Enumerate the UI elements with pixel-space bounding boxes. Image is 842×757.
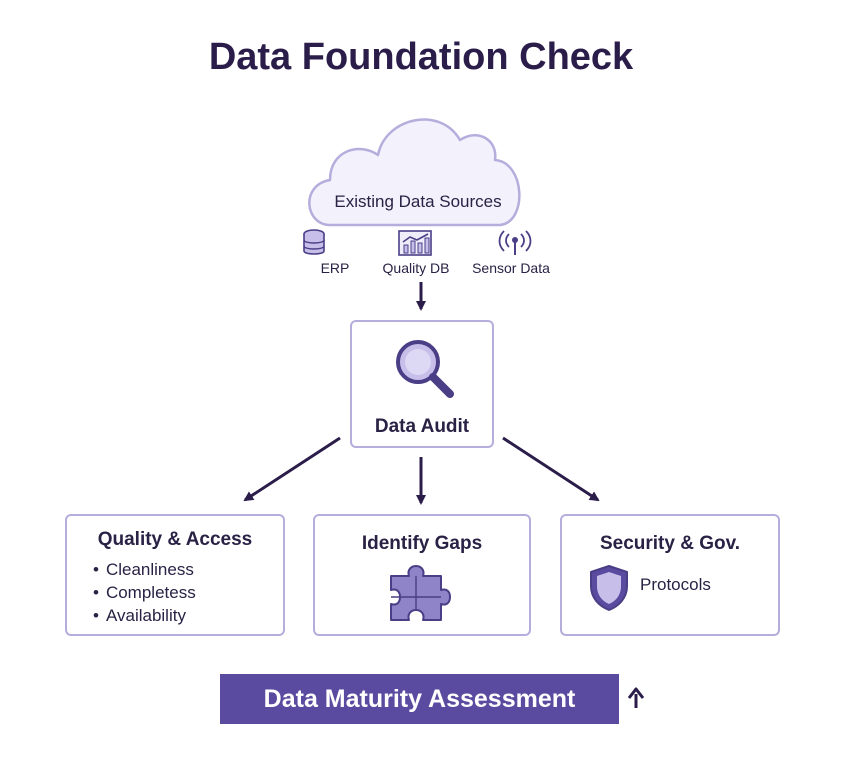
up-arrow-icon [627, 687, 645, 708]
data-maturity-banner: Data Maturity Assessment [220, 674, 619, 724]
cloud-shape [308, 118, 521, 227]
identify-gaps-box: Identify Gaps [313, 514, 531, 636]
list-item-label: Cleanliness [105, 560, 194, 579]
security-gov-box: Security & Gov. Protocols [560, 514, 780, 636]
list-item: Completess [93, 581, 196, 604]
list-item-label: Availability [105, 606, 186, 625]
data-audit-label: Data Audit [374, 416, 470, 437]
database-icon [303, 229, 325, 255]
security-protocols-label: Protocols [640, 575, 711, 594]
page-title: Data Foundation Check [208, 36, 634, 78]
shield-icon [590, 565, 628, 611]
puzzle-icon [390, 565, 451, 621]
source-label-sensor-data: Sensor Data [472, 260, 550, 276]
list-item-label: Completess [105, 583, 196, 602]
quality-access-list: Cleanliness Completess Availability [93, 558, 196, 627]
chart-icon [398, 230, 432, 256]
quality-access-title: Quality & Access [97, 529, 253, 550]
list-item: Cleanliness [93, 558, 196, 581]
cloud-label: Existing Data Sources [334, 192, 502, 211]
security-gov-title: Security & Gov. [599, 533, 741, 554]
source-label-erp: ERP [320, 260, 350, 276]
identify-gaps-title: Identify Gaps [361, 533, 483, 554]
data-audit-box: Data Audit [350, 320, 494, 448]
magnifier-icon [396, 340, 454, 398]
arrow-audit-to-quality [243, 436, 341, 502]
list-item: Availability [93, 604, 196, 627]
signal-icon [498, 230, 532, 255]
arrow-audit-to-security [502, 436, 600, 502]
source-label-quality-db: Quality DB [382, 260, 450, 276]
quality-access-box: Quality & Access Cleanliness Completess … [65, 514, 285, 636]
